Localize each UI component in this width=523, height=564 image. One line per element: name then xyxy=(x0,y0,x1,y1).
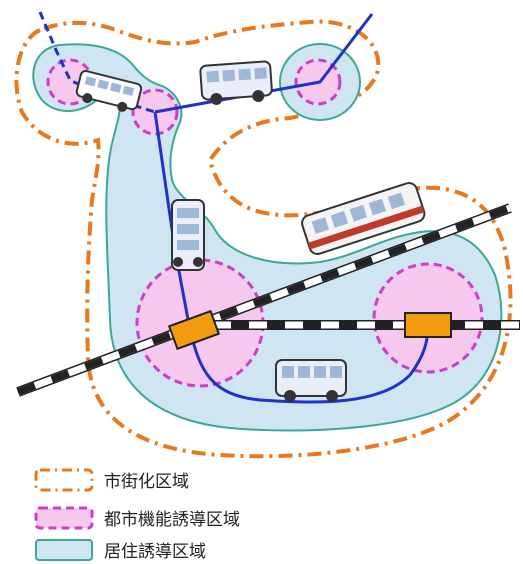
urbanization-area-boundary xyxy=(14,19,513,459)
station-icon xyxy=(404,312,452,338)
train-icon xyxy=(301,181,426,255)
legend-label-urban-function: 都市機能誘導区域 xyxy=(104,510,240,530)
bus-icon xyxy=(171,199,205,271)
station-icon xyxy=(167,309,221,351)
legend-swatch-urbanization xyxy=(34,468,94,492)
bus-icon xyxy=(199,60,273,105)
legend: 市街化区域 都市機能誘導区域 居住誘導区域 xyxy=(34,468,240,562)
legend-label-residential: 居住誘導区域 xyxy=(104,542,206,562)
bus-icon xyxy=(275,359,347,402)
bus-icon xyxy=(75,70,143,112)
bus-routes xyxy=(38,11,430,404)
railway-diagonal xyxy=(16,203,512,397)
legend-label-urbanization: 市街化区域 xyxy=(104,472,189,492)
legend-swatch-urban-function xyxy=(34,506,94,530)
legend-swatch-residential xyxy=(35,539,93,561)
